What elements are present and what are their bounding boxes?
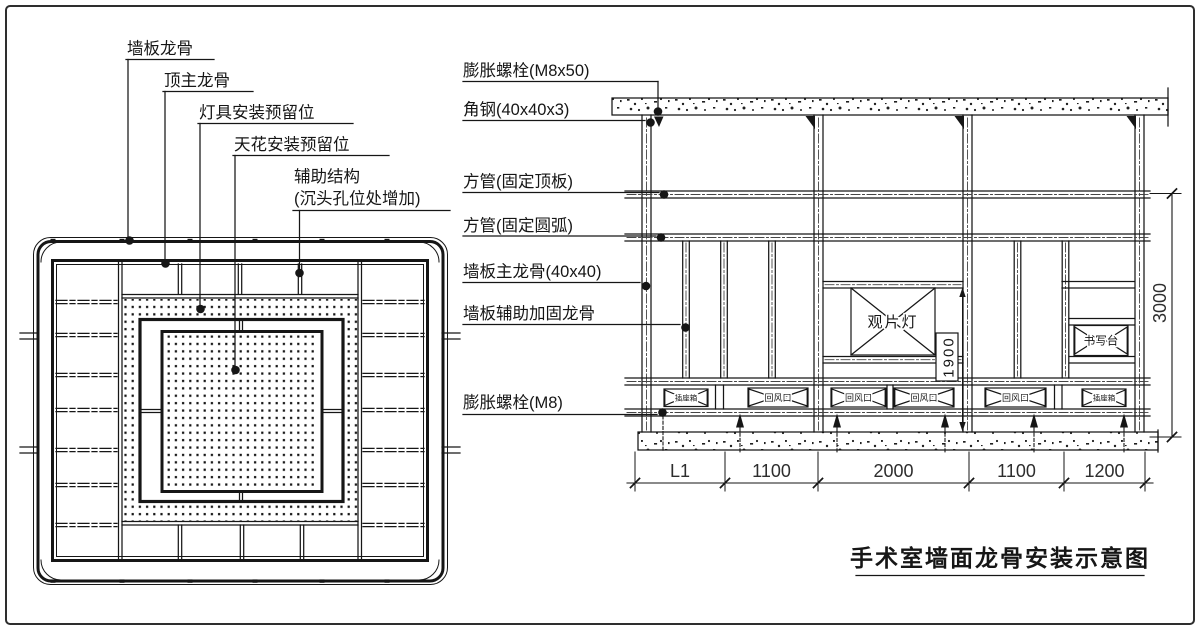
bottom-dimension-chain: L1 1100 2000 1100 1200: [626, 451, 1154, 492]
elevation-leaders: 膨胀螺栓(M8x50) 角钢(40x40x3) 方管(固定顶板) 方管(固定圆弧…: [462, 61, 690, 417]
plan-inner-frame: [138, 317, 345, 504]
return-air-box-3: 回风口: [893, 387, 955, 408]
return-air-box-2: 回风口: [830, 387, 887, 408]
dim-1200: 1200: [1084, 461, 1124, 481]
label-aux-structure-line1: 辅助结构: [294, 167, 360, 186]
plan-left-column-keels: [55, 299, 118, 528]
label-top-main-keel: 顶主龙骨: [164, 71, 230, 90]
dim-L1: L1: [670, 461, 690, 481]
socket-box-1: 插座箱: [663, 388, 709, 408]
label-expansion-bolt-m8: 膨胀螺栓(M8): [463, 393, 563, 412]
film-viewer-label: 观片灯: [867, 314, 918, 331]
label-angle-steel: 角钢(40x40x3): [463, 100, 569, 119]
floor-slab: [637, 431, 1159, 451]
socket-box-2: 插座箱: [1081, 388, 1127, 408]
label-aux-structure-line2: (沉头孔位处增加): [294, 189, 421, 208]
plan-right-column-keels: [362, 299, 425, 528]
label-light-reserved: 灯具安装预留位: [199, 103, 315, 122]
dim-1100-right: 1100: [997, 461, 1036, 481]
socket-box-label: 插座箱: [1093, 392, 1116, 402]
socket-row-dividers: [714, 384, 1063, 410]
plan-corner-arc-bl: [40, 559, 62, 581]
plan-corner-arc-tl: [40, 241, 62, 263]
plan-wall-stubs: [19, 332, 461, 454]
plan-outer-thin-border: [33, 237, 448, 585]
return-air-label: 回风口: [845, 393, 872, 403]
socket-box-label: 插座箱: [675, 392, 698, 402]
dim-2000: 2000: [873, 461, 913, 481]
dim-1100-left: 1100: [752, 461, 791, 481]
plan-corner-arc-tr: [418, 241, 440, 263]
film-viewer-box: 观片灯: [850, 287, 936, 356]
elevation-view: 观片灯 1900 书写台: [611, 87, 1182, 492]
viewer-height-value: 1900: [941, 336, 958, 377]
right-height-dimension: 3000: [1149, 187, 1182, 443]
label-wall-main-keel: 墙板主龙骨(40x40): [463, 262, 601, 281]
return-air-box-4: 回风口: [984, 387, 1047, 408]
return-air-label: 回风口: [1002, 393, 1029, 403]
dim-3000: 3000: [1150, 283, 1170, 323]
plan-outer-thick-border: [36, 240, 445, 583]
viewer-height-dimension: 1900: [935, 287, 966, 432]
plan-light-reserve-fill: [166, 335, 318, 488]
drawing-title: 手术室墙面龙骨安装示意图: [850, 545, 1150, 571]
plan-light-reserve-border: [160, 330, 324, 493]
label-ceiling-reserved: 天花安装预留位: [234, 135, 350, 154]
plan-leaders: 墙板龙骨 顶主龙骨 灯具安装预留位 天花安装预留位 辅助结构 (沉头孔位处增加): [125, 39, 451, 375]
plan-inner-frame-dividers: [140, 320, 343, 502]
angle-steel-brackets: [654, 116, 1136, 129]
label-square-tube-arc: 方管(固定圆弧): [463, 216, 573, 235]
return-air-box-1: 回风口: [747, 387, 809, 408]
plan-view: [19, 237, 461, 585]
plan-corner-arc-br: [418, 559, 440, 581]
label-expansion-bolt-m8x50: 膨胀螺栓(M8x50): [463, 61, 590, 80]
ceiling-slab: [611, 97, 1169, 116]
label-wall-aux-keel: 墙板辅助加固龙骨: [463, 304, 595, 323]
return-air-label: 回风口: [910, 393, 937, 403]
plan-dotted-ring: [122, 299, 358, 521]
writing-desk-box: 书写台: [1073, 324, 1129, 357]
plan-border-fixing-marks: [50, 238, 390, 583]
writing-desk-label: 书写台: [1084, 334, 1119, 348]
floor-expansion-bolts: [662, 413, 1128, 453]
label-square-tube-top: 方管(固定顶板): [463, 172, 573, 191]
label-wall-keel: 墙板龙骨: [127, 39, 193, 58]
return-air-label: 回风口: [764, 393, 791, 403]
title-block: 手术室墙面龙骨安装示意图: [850, 545, 1150, 577]
